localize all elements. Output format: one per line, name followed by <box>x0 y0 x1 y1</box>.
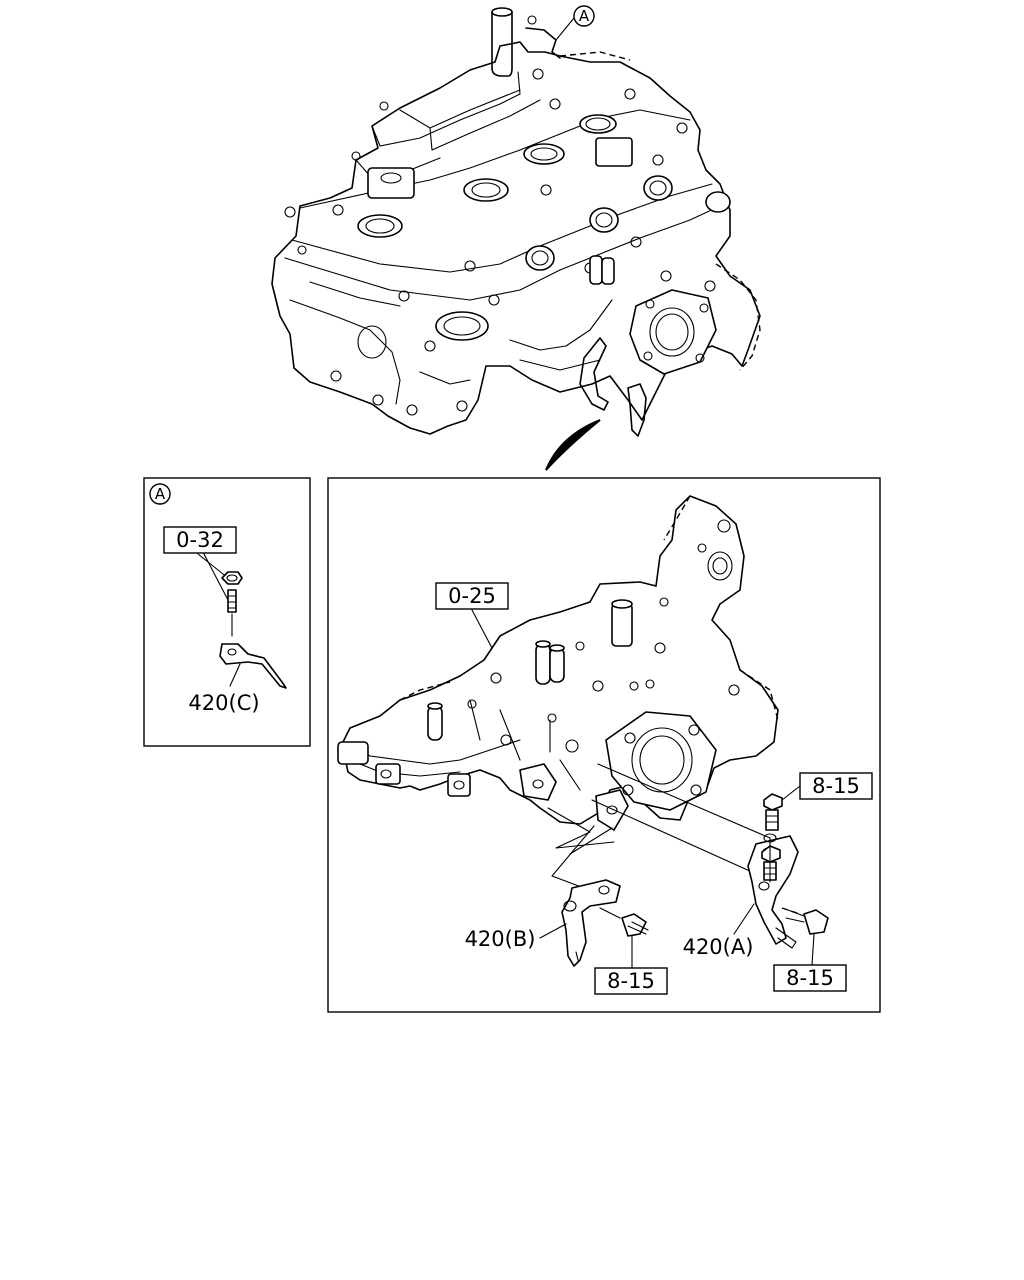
alignment-line <box>551 825 595 889</box>
view-marker-a: A <box>573 5 595 27</box>
svg-text:A: A <box>155 485 166 503</box>
detail-arrow <box>545 419 601 471</box>
alignment-line <box>569 827 613 855</box>
bolt-8-15-a <box>763 793 783 843</box>
detail-marker-a: A <box>149 483 171 505</box>
part-label-420b: 420(B) <box>465 927 536 951</box>
svg-text:0-25: 0-25 <box>448 584 496 608</box>
ref-box-8-15-c: 8-15 <box>773 964 847 992</box>
svg-text:8-15: 8-15 <box>607 969 655 993</box>
alignment-line <box>597 763 771 839</box>
intake-manifold-illustration <box>337 495 779 831</box>
bolt-8-15-c <box>781 907 829 935</box>
ref-box-0-32: 0-32 <box>163 526 237 554</box>
engine-assembly-illustration <box>271 7 761 437</box>
svg-text:A: A <box>579 7 590 25</box>
part-label-420a: 420(A) <box>683 935 754 959</box>
ref-box-8-15-a: 8-15 <box>799 772 873 800</box>
manifold-detail-panel: 0-25 <box>327 477 881 1013</box>
ref-box-0-25: 0-25 <box>435 582 509 610</box>
svg-text:0-32: 0-32 <box>176 528 224 552</box>
bolt-8-15-b <box>599 907 649 937</box>
svg-text:8-15: 8-15 <box>812 774 860 798</box>
svg-text:8-15: 8-15 <box>786 966 834 990</box>
part-label-420c: 420(C) <box>188 691 259 715</box>
detail-a-panel: A 0-32 420(C) <box>143 477 311 747</box>
alignment-line <box>591 799 753 873</box>
bracket-420b <box>561 879 621 967</box>
ref-box-8-15-b: 8-15 <box>594 967 668 995</box>
bolt-8-15-top <box>761 813 781 883</box>
